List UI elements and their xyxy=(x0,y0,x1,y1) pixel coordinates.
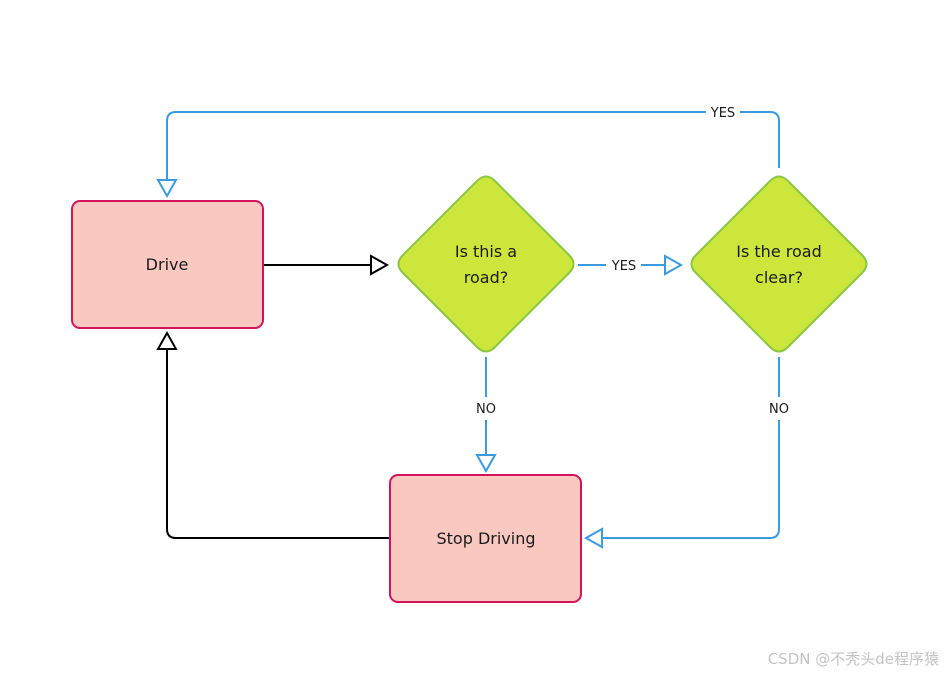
watermark: CSDN @不秃头de程序猿 xyxy=(767,650,939,668)
edge-label-clear-yes: YES xyxy=(710,106,735,121)
node-stop-driving[interactable]: Stop Driving xyxy=(389,474,582,603)
node-is-road-diamond xyxy=(397,175,575,353)
node-is-clear-label-line1: Is the road xyxy=(736,242,821,261)
node-is-road[interactable]: Is this a road? xyxy=(397,175,575,353)
node-is-road-label-line2: road? xyxy=(464,268,508,287)
node-stop-driving-label: Stop Driving xyxy=(436,529,535,548)
node-drive-label: Drive xyxy=(146,255,189,274)
edge-label-road-yes: YES xyxy=(611,259,636,274)
node-drive[interactable]: Drive xyxy=(71,200,264,329)
arrowhead-road-no xyxy=(475,454,497,474)
arrowhead-clear-yes xyxy=(156,179,178,199)
node-is-clear-label-line2: clear? xyxy=(755,268,803,287)
node-is-clear[interactable]: Is the road clear? xyxy=(690,175,868,353)
arrowhead-stop-to-drive xyxy=(156,330,178,350)
arrowhead-drive-to-road xyxy=(370,254,390,276)
node-stop-driving-box xyxy=(389,474,582,603)
edge-stop-to-drive xyxy=(166,350,390,539)
arrowhead-clear-no xyxy=(583,527,603,549)
edge-clear-yes xyxy=(166,111,780,180)
node-drive-box xyxy=(71,200,264,329)
node-is-road-label-line1: Is this a xyxy=(455,242,517,261)
arrowhead-road-yes xyxy=(664,254,684,276)
edge-label-road-no: NO xyxy=(476,402,496,417)
edge-clear-no xyxy=(602,357,780,539)
edge-label-clear-no: NO xyxy=(769,402,789,417)
node-is-clear-diamond xyxy=(690,175,868,353)
